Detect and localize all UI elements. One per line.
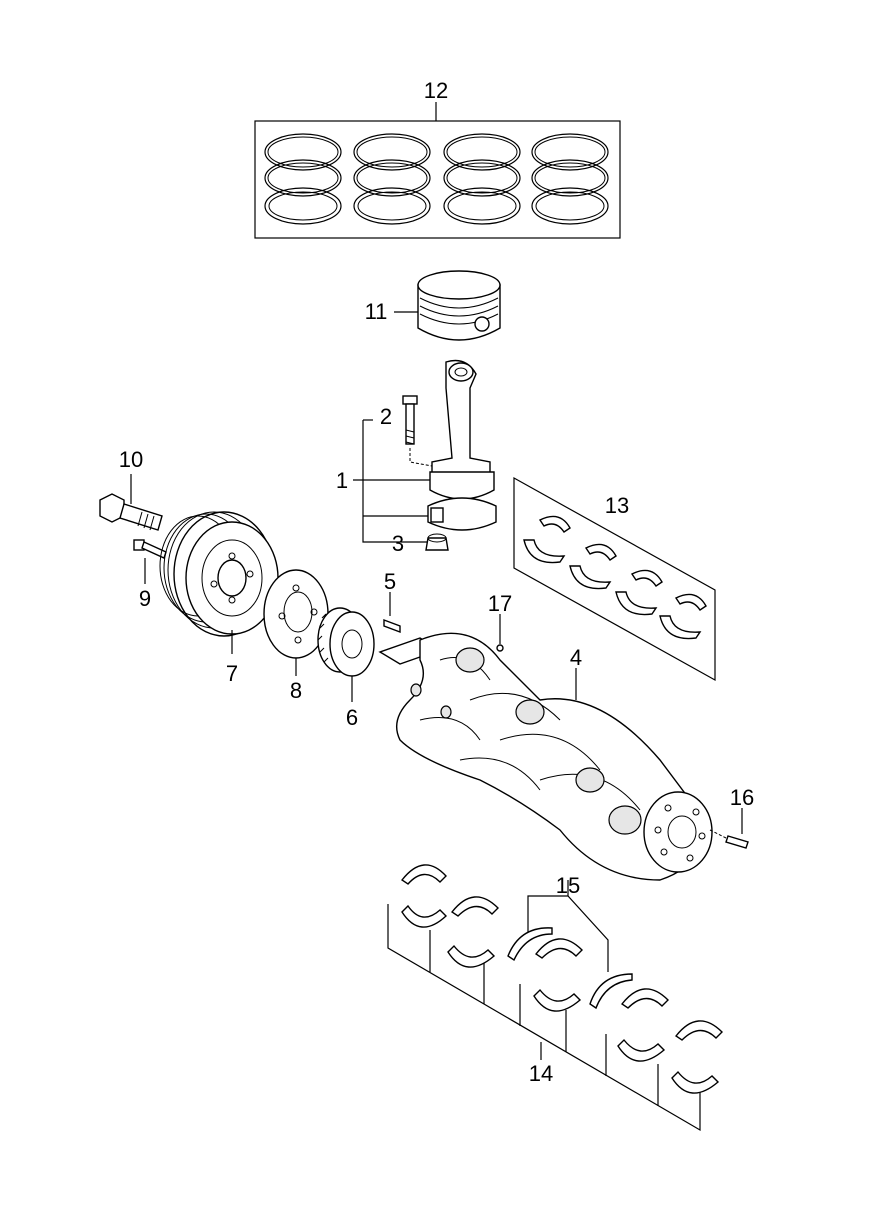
callout-16: 16 xyxy=(730,785,754,810)
callout-12: 12 xyxy=(424,78,448,103)
callout-13: 13 xyxy=(605,493,629,518)
main-bearing-shell-5 xyxy=(671,1020,723,1094)
ring-set-3 xyxy=(443,133,521,225)
pulley-mounting-bolt xyxy=(133,539,167,584)
callout-5: 5 xyxy=(384,569,396,594)
rod-bearing-shell-3 xyxy=(615,569,663,616)
pulley-spacer-plate xyxy=(263,569,329,676)
crankshaft xyxy=(378,632,713,881)
ring-set-2 xyxy=(353,133,431,225)
main-bearing-shell-4 xyxy=(617,988,669,1062)
connecting-rod-bearing-set xyxy=(513,476,716,682)
callout-3: 3 xyxy=(392,531,404,556)
callout-labels: 12 11 2 1 3 13 10 9 7 8 6 5 17 4 16 15 1… xyxy=(119,78,754,1086)
ring-set-4 xyxy=(531,133,609,225)
callout-10: 10 xyxy=(119,447,143,472)
main-bearing-shell-3 xyxy=(533,938,583,1012)
callout-8: 8 xyxy=(290,678,302,703)
callout-7: 7 xyxy=(226,661,238,686)
thrust-washer-set xyxy=(507,880,633,1010)
piston xyxy=(394,270,501,341)
ring-set-1 xyxy=(264,133,342,225)
main-bearing-shell-2 xyxy=(447,896,499,968)
dowel-pin xyxy=(496,614,504,652)
crankshaft-pilot-pin xyxy=(709,808,749,849)
callout-6: 6 xyxy=(346,705,358,730)
crankshaft-pulley-bolt xyxy=(99,474,163,531)
callout-11: 11 xyxy=(365,299,388,324)
crankshaft-sprocket xyxy=(317,607,375,702)
piston-ring-set-group xyxy=(254,102,621,239)
callout-4: 4 xyxy=(570,645,582,670)
rod-bearing-shell-1 xyxy=(523,515,571,564)
callout-9: 9 xyxy=(139,586,151,611)
crankshaft-pulley xyxy=(159,511,279,654)
rod-bearing-shell-4 xyxy=(659,593,707,640)
connecting-rod-nut xyxy=(425,533,449,551)
woodruff-key xyxy=(383,592,401,634)
callout-2: 2 xyxy=(380,404,392,429)
connecting-rod-assembly xyxy=(353,359,497,543)
ring-set-frame xyxy=(254,120,621,239)
main-bearing-shell-1 xyxy=(400,864,448,928)
connecting-rod-bolt xyxy=(402,395,433,467)
main-bearing-set xyxy=(387,864,723,1132)
callout-1: 1 xyxy=(336,468,348,493)
callout-17: 17 xyxy=(488,591,512,616)
callout-15: 15 xyxy=(556,873,580,898)
rod-bearing-shell-2 xyxy=(569,543,617,590)
callout-14: 14 xyxy=(529,1061,553,1086)
